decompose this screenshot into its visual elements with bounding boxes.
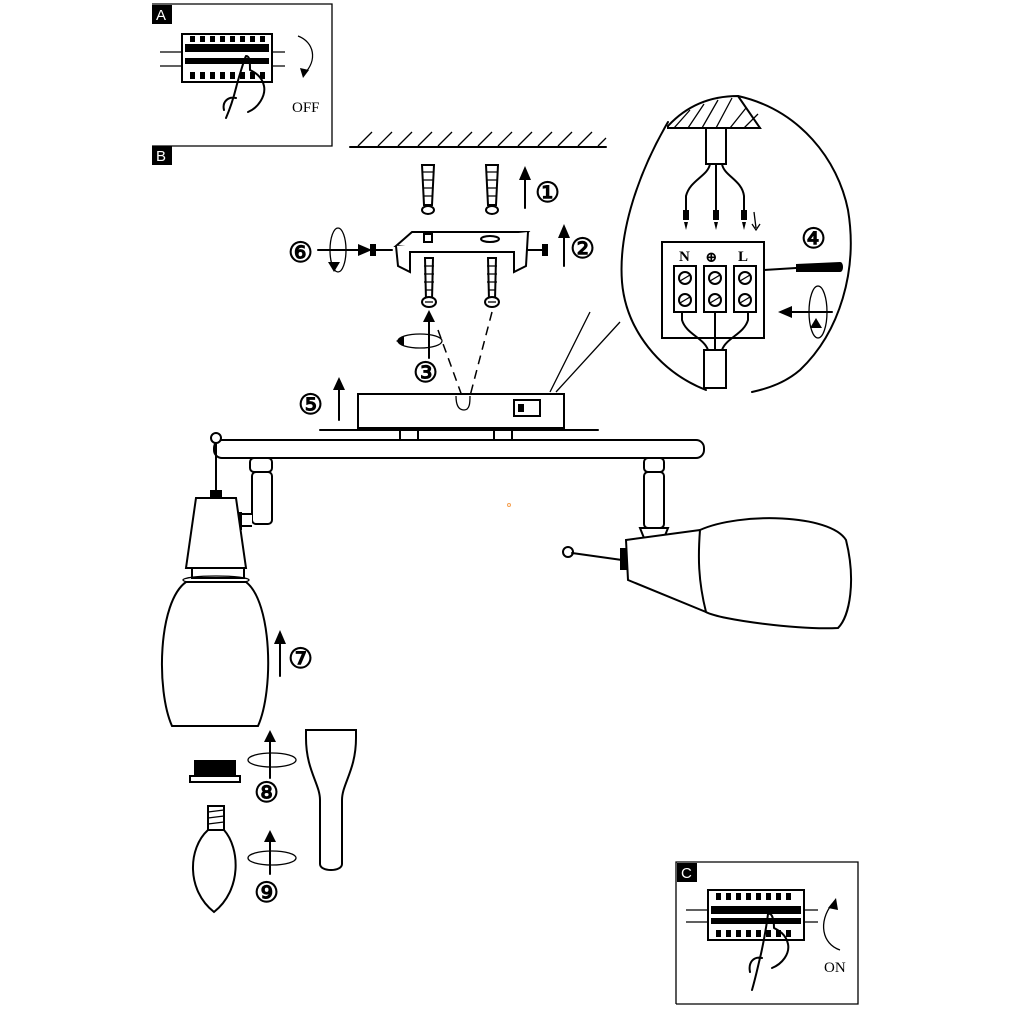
hand-icon: [222, 55, 266, 119]
screwdriver-icon: [763, 262, 843, 272]
circuit-breaker-icon: [686, 889, 818, 941]
wall-plug-icon: [484, 164, 500, 215]
step-6-label: ⑥: [288, 238, 313, 269]
wall-plug-icon: [420, 164, 436, 215]
ceiling-canopy: [319, 393, 599, 441]
step-2-label: ②: [570, 234, 595, 265]
panel-a: A OFF: [152, 3, 333, 147]
panel-a-state: OFF: [292, 100, 320, 116]
panel-b-tag-bg: [152, 146, 172, 165]
step-9-label: ⑨: [254, 878, 279, 909]
left-spot-arm: [236, 457, 273, 530]
step-8-label: ⑧: [254, 778, 279, 809]
mounting-bracket: [393, 231, 531, 274]
panel-a-tag-bg: [152, 5, 172, 24]
wiring-detail: N ⊕ L: [620, 94, 852, 393]
step-3-label: ③: [413, 358, 438, 389]
terminal-l-label: L: [738, 249, 748, 265]
panel-c-tag: C: [681, 865, 692, 882]
rotation-arrow-icon: [396, 310, 443, 359]
rotation-arrow-icon: [247, 730, 297, 779]
rotation-arrow-icon: [247, 830, 297, 875]
rotation-arrow-icon: [822, 903, 841, 951]
rotation-arrow-icon: [317, 227, 372, 273]
panel-c: C ON: [675, 861, 859, 1005]
screw-icon: [527, 244, 548, 256]
panel-c-state: ON: [824, 960, 846, 976]
right-lamp-head: [562, 517, 852, 630]
step-5-label: ⑤: [298, 390, 323, 421]
panel-a-tag: A: [156, 7, 166, 24]
screw-icon: [484, 257, 500, 308]
bulb-icon: [192, 805, 237, 914]
circuit-breaker-icon: [160, 33, 285, 83]
ceiling: [349, 131, 607, 148]
terminal-n-label: N: [679, 249, 690, 265]
left-lamp-head: [184, 490, 248, 579]
screw-icon: [421, 257, 437, 308]
bulb-tool: [305, 729, 357, 871]
ring-nut: [189, 760, 241, 783]
step-1-label: ①: [535, 178, 560, 209]
step-7-label: ⑦: [288, 644, 313, 675]
step-4-label: ④: [801, 224, 826, 255]
fixture-bar: [210, 432, 705, 495]
panel-b-tag: B: [156, 148, 166, 165]
panel-c-tag-bg: [677, 863, 697, 882]
switch-icon: [513, 399, 541, 417]
terminal-earth-label: ⊕: [705, 250, 718, 266]
rotation-arrow-icon: [778, 285, 833, 339]
screw-icon: [370, 244, 393, 256]
right-spot-arm: [638, 457, 670, 539]
hand-icon: [748, 912, 790, 991]
left-glass-shade: [160, 581, 270, 727]
